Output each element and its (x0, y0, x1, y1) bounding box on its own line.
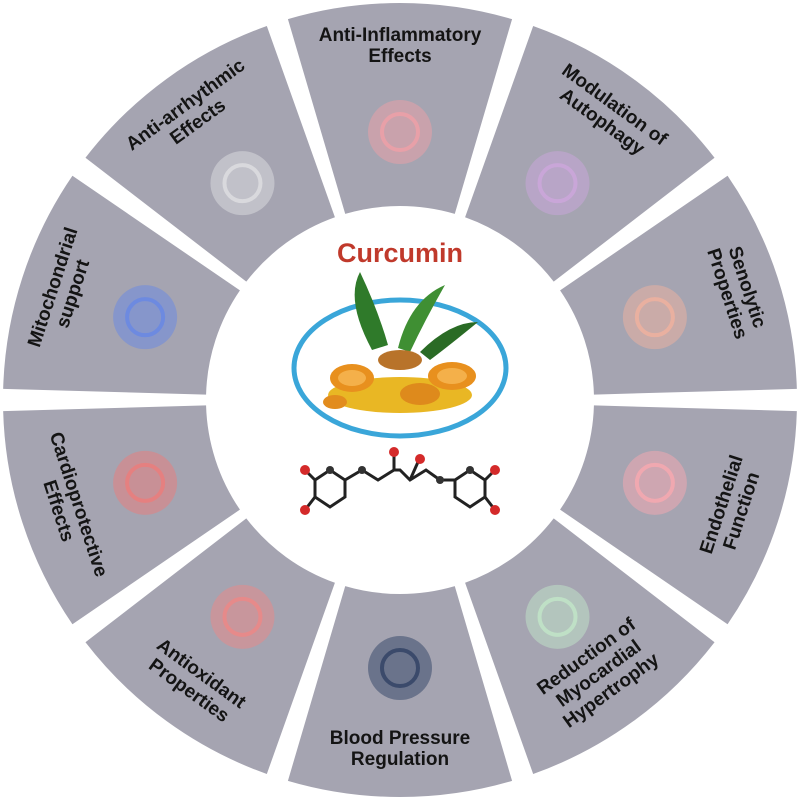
mitochondrion-icon (113, 285, 178, 350)
curcumin-molecule-icon (300, 447, 500, 515)
turmeric-illustration-icon (291, 272, 509, 439)
segment-cardioprotective-effects (3, 405, 240, 625)
circulatory-body-icon (113, 450, 178, 515)
segment-label-line: Regulation (351, 749, 449, 770)
segment-label-line: Blood Pressure (330, 728, 470, 749)
center-title: Curcumin (337, 238, 463, 268)
blood-vessel-ring-icon (622, 450, 687, 515)
segment-label-line: Anti-Inflammatory (319, 25, 482, 46)
cardiomyocyte-icon (525, 584, 590, 649)
segment-senolytic-properties (560, 175, 797, 395)
artery-cross-section-icon (622, 285, 687, 350)
segment-antioxidant-properties (85, 518, 335, 774)
segment-anti-arrhythmic-effects (85, 26, 335, 282)
segment-mitochondrial-support (3, 175, 240, 395)
segment-modulation-of-autophagy (465, 26, 715, 282)
segment-endothelial-function (560, 405, 797, 625)
blood-pressure-cuff-icon (368, 636, 432, 700)
segment-label-line: Effects (368, 46, 431, 67)
pacemaker-torso-icon (210, 151, 275, 216)
immune-cells-ros-icon (210, 584, 275, 649)
heart-tissue-icon (368, 100, 432, 164)
autophagy-cell-icon (525, 151, 590, 216)
segment-reduction-of-myocardial-hypertrophy (465, 518, 715, 774)
